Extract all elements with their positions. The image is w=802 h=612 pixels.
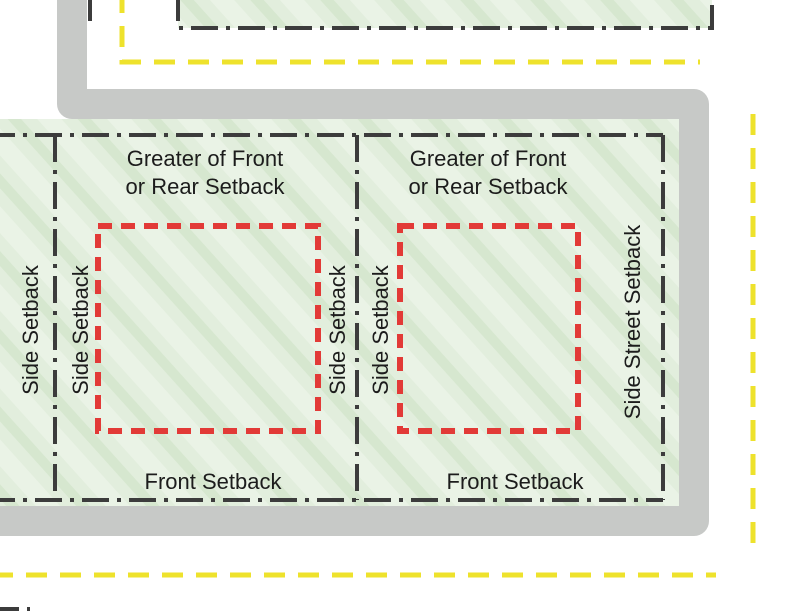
road-centerline-top (119, 0, 700, 65)
side-street-setback-label-lot2: Side Street Setback (620, 224, 645, 419)
buildable-area-lot2 (397, 223, 581, 434)
rear-setback-label-lot2-line2: or Rear Setback (409, 174, 569, 199)
side-setback-label-lot1-right: Side Setback (325, 264, 350, 395)
front-setback-label-lot2: Front Setback (447, 469, 585, 494)
buildable-area-lot1 (95, 223, 321, 434)
side-setback-label-lot1-left: Side Setback (68, 264, 93, 395)
side-setback-label-adjacent-lot: Side Setback (18, 264, 43, 395)
rear-setback-label-lot1-line2: or Rear Setback (126, 174, 286, 199)
front-setback-label-lot1: Front Setback (145, 469, 283, 494)
north-parcel-lot-line (176, 0, 714, 30)
rear-setback-label-lot2-line1: Greater of Front (410, 146, 567, 171)
road-edge-band (0, 0, 709, 536)
north-parcel (178, 0, 712, 28)
side-setback-label-lot2-left: Side Setback (368, 264, 393, 395)
main-block-parcel (0, 119, 694, 521)
rear-setback-label-lot1-line1: Greater of Front (127, 146, 284, 171)
